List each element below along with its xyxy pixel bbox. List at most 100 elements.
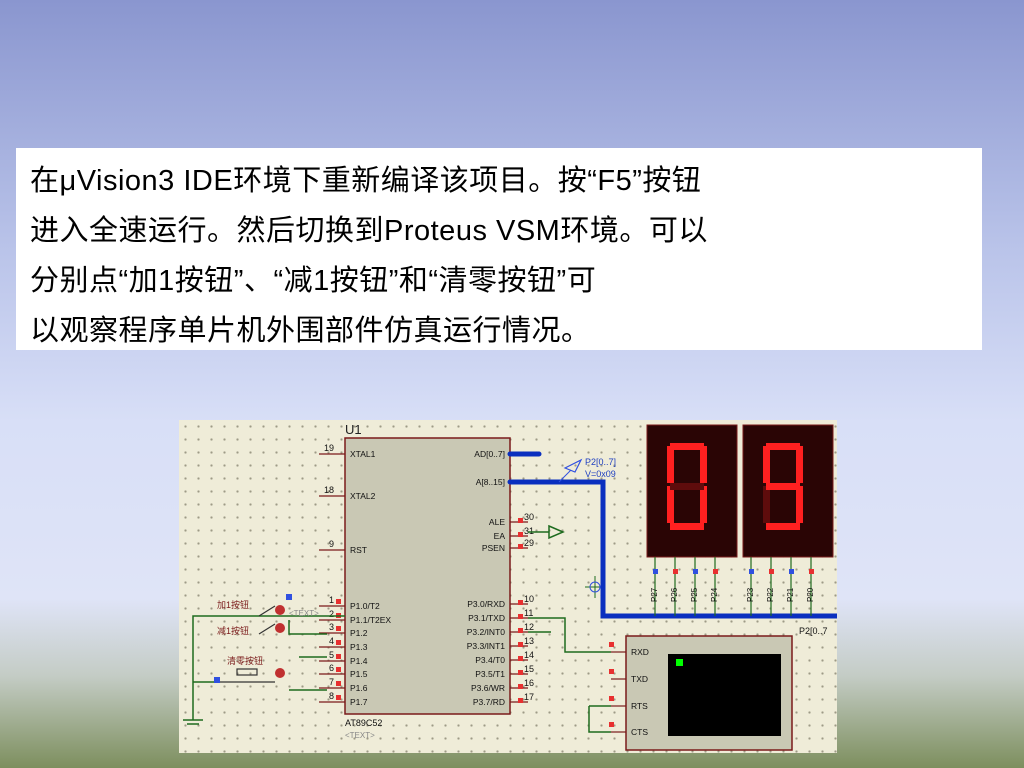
chip-part-number: AT89C52 bbox=[345, 718, 382, 728]
display-segment bbox=[766, 483, 800, 490]
schematic-canvas: U1 AT89C52 <TEXT> 19XTAL118XTAL29RST1P1.… bbox=[183, 422, 837, 751]
display-pin-label: P22 bbox=[766, 587, 775, 602]
display-segment bbox=[763, 446, 770, 483]
right-pin-name: P3.6/WR bbox=[471, 683, 505, 693]
display-segment bbox=[670, 443, 704, 450]
display-pin-label: P25 bbox=[690, 587, 699, 602]
display-pin-label: P20 bbox=[806, 587, 815, 602]
right-pin-state bbox=[518, 684, 523, 689]
right-pin-name: P3.3/INT1 bbox=[467, 641, 506, 651]
right-pin-number: 13 bbox=[524, 636, 534, 646]
left-pin-name: P1.6 bbox=[350, 683, 368, 693]
right-pin-name: P3.0/RXD bbox=[467, 599, 505, 609]
right-pin-number: 30 bbox=[524, 512, 534, 522]
display-pin-label: P26 bbox=[670, 587, 679, 602]
right-pin-state bbox=[518, 656, 523, 661]
left-pin-number: 19 bbox=[324, 443, 334, 453]
right-pin-state bbox=[518, 544, 523, 549]
probe-value: V=0x09 bbox=[585, 469, 616, 479]
right-pin-name: AD[0..7] bbox=[474, 449, 505, 459]
terminal-pin-label: RXD bbox=[631, 647, 649, 657]
button-clear[interactable]: 清零按钮 bbox=[219, 655, 285, 683]
left-pin-state bbox=[336, 667, 341, 672]
instruction-line-2: 进入全速运行。然后切换到Proteus VSM环境。可以 bbox=[30, 215, 708, 247]
microcontroller-chip bbox=[344, 437, 511, 715]
left-pin-number: 2 bbox=[329, 609, 334, 619]
right-pin-state bbox=[518, 670, 523, 675]
right-pin-number: 31 bbox=[524, 526, 534, 536]
display-segment bbox=[796, 486, 803, 523]
left-pin-number: 18 bbox=[324, 485, 334, 495]
ea-arrow-icon bbox=[548, 524, 565, 540]
display-pin-label: P27 bbox=[650, 587, 659, 602]
left-pin-state bbox=[336, 695, 341, 700]
right-pin-state bbox=[518, 698, 523, 703]
button-add-contact bbox=[258, 605, 276, 617]
left-pin-number: 4 bbox=[329, 636, 334, 646]
left-pin-number: 6 bbox=[329, 663, 334, 673]
instruction-line-1: 在μVision3 IDE环境下重新编译该项目。按“F5”按钮 bbox=[30, 165, 702, 197]
right-pin-number: 15 bbox=[524, 664, 534, 674]
right-pin-name: P3.7/RD bbox=[473, 697, 505, 707]
display-pin-label: P21 bbox=[786, 587, 795, 602]
wire-rts-cts bbox=[588, 706, 611, 733]
terminal-pin-label: TXD bbox=[631, 674, 648, 684]
terminal-pin-label: RTS bbox=[631, 701, 648, 711]
right-pin-state bbox=[518, 600, 523, 605]
bus-lines bbox=[507, 451, 837, 619]
right-pin-name: EA bbox=[494, 531, 506, 541]
instruction-line-3: 分别点“加1按钮”、“减1按钮”和“清零按钮”可 bbox=[30, 265, 597, 297]
pin-marker bbox=[286, 594, 292, 600]
left-pin-name: RST bbox=[350, 545, 367, 555]
left-pin-name: P1.1/T2EX bbox=[350, 615, 391, 625]
right-pin-name: ALE bbox=[489, 517, 505, 527]
right-pin-state bbox=[518, 532, 523, 537]
display-segment bbox=[670, 523, 704, 530]
button-clear-knob[interactable] bbox=[275, 668, 285, 678]
display-segment bbox=[700, 486, 707, 523]
wire-p13 bbox=[288, 620, 327, 635]
terminal-pin-state bbox=[609, 642, 614, 647]
left-pin-state bbox=[336, 654, 341, 659]
display-segment bbox=[667, 486, 674, 523]
terminal-pin-state bbox=[609, 696, 614, 701]
button-sub[interactable]: 减1按钮 bbox=[217, 623, 285, 636]
button-add-text-tag: <TEXT> bbox=[289, 609, 319, 618]
button-sub-knob[interactable] bbox=[275, 623, 285, 633]
terminal-pin-state bbox=[609, 669, 614, 674]
left-pin-state bbox=[336, 681, 341, 686]
right-pin-name: P3.2/INT0 bbox=[467, 627, 506, 637]
ground-icon bbox=[183, 719, 203, 725]
display-pin-state bbox=[749, 569, 754, 574]
left-pin-name: P1.5 bbox=[350, 669, 368, 679]
button-sub-label: 减1按钮 bbox=[217, 625, 249, 636]
chip-reference: U1 bbox=[345, 422, 362, 437]
terminal-screen bbox=[668, 654, 781, 736]
right-pin-state bbox=[518, 642, 523, 647]
right-pin-number: 12 bbox=[524, 622, 534, 632]
button-clear-cap bbox=[236, 668, 258, 676]
crosshair-icon bbox=[589, 581, 601, 593]
right-pin-state bbox=[518, 628, 523, 633]
right-pin-name: A[8..15] bbox=[476, 477, 505, 487]
display-segment bbox=[667, 446, 674, 483]
left-pin-state bbox=[336, 626, 341, 631]
left-pin-number: 3 bbox=[329, 622, 334, 632]
left-pin-name: P1.0/T2 bbox=[350, 601, 380, 611]
display-segment bbox=[766, 443, 800, 450]
left-pin-name: P1.7 bbox=[350, 697, 368, 707]
terminal-pin-state bbox=[609, 722, 614, 727]
left-pin-number: 8 bbox=[329, 691, 334, 701]
left-pin-state bbox=[336, 599, 341, 604]
display-pin-state bbox=[769, 569, 774, 574]
probe-arrow-icon bbox=[563, 458, 583, 473]
button-add[interactable]: 加1按钮 <TEXT> bbox=[217, 599, 319, 618]
display-pin-label: P23 bbox=[746, 587, 755, 602]
button-add-knob[interactable] bbox=[275, 605, 285, 615]
right-pin-number: 10 bbox=[524, 594, 534, 604]
terminal-cursor bbox=[676, 659, 683, 666]
slide-text-box: 在μVision3 IDE环境下重新编译该项目。按“F5”按钮 进入全速运行。然… bbox=[16, 148, 982, 350]
right-pin-number: 17 bbox=[524, 692, 534, 702]
